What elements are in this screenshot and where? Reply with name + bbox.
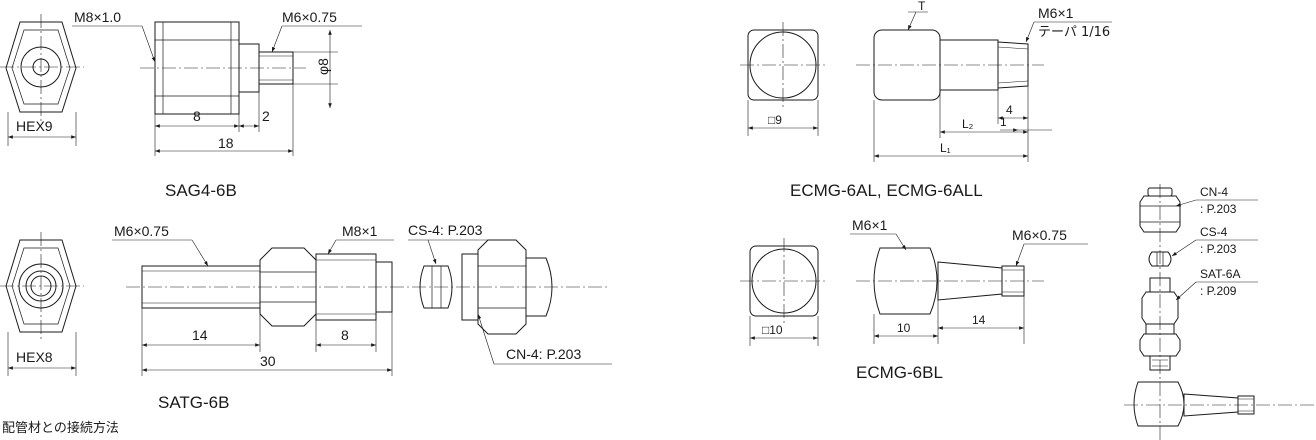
ecmg-a-t-label: T <box>918 0 926 13</box>
sag-total-length: 18 <box>218 135 234 151</box>
ecmg-b-outlet-thread: M6×0.75 <box>1012 227 1067 243</box>
sag-side-view: φ8 8 2 18 M8×1.0 M6×0.75 <box>72 9 362 156</box>
sag-diameter-label: φ8 <box>315 58 331 75</box>
satg-right-thread: M8×1 <box>342 223 378 239</box>
satg-end-view: HEX8 <box>0 232 84 376</box>
sag-hex-label: HEX9 <box>16 118 53 134</box>
assembly-cs-name: CS-4 <box>1200 225 1228 239</box>
ecmg-b-side-view: M6×1 M6×0.75 10 14 <box>850 217 1088 344</box>
sag-caption: SAG4-6B <box>165 181 237 200</box>
satg-thread-length: 14 <box>192 327 208 343</box>
assembly-sat-name: SAT-6A <box>1200 267 1240 281</box>
ecmg-a-square: □9 <box>768 113 782 127</box>
ecmg-b-end-view: □10 <box>740 238 828 346</box>
ecmg-a-l2: L₂ <box>962 117 974 131</box>
satg-m8-length: 8 <box>341 327 349 343</box>
sag-hex-length: 8 <box>193 108 201 124</box>
ecmg-b-square: □10 <box>762 323 783 337</box>
satg-left-thread: M6×0.75 <box>114 223 169 239</box>
ecmg-b-length-10: 10 <box>897 321 911 335</box>
assembly-cn-name: CN-4 <box>1200 185 1228 199</box>
assembly-cs-page: : P.203 <box>1200 242 1237 256</box>
ecmg-b-caption: ECMG-6BL <box>856 363 943 382</box>
assembly-sat-page: : P.209 <box>1200 284 1237 298</box>
sag-outlet-thread: M6×0.75 <box>282 9 337 25</box>
ecmg-b-length-14: 14 <box>972 313 986 327</box>
satg-side-view: 14 8 30 M6×0.75 M8×1 <box>112 223 610 376</box>
ecmg-b-inlet-thread: M6×1 <box>852 217 888 233</box>
satg-cn-ref: CN-4: P.203 <box>506 346 581 362</box>
ecmg-a-caption: ECMG-6AL, ECMG-6ALL <box>790 181 983 200</box>
ecmg-a-l1: L₁ <box>940 141 951 155</box>
ecmg-a-dim-4: 4 <box>1006 103 1013 117</box>
cn4-nut: CN-4: P.203 <box>461 239 612 365</box>
connection-method-note: 配管材との接続方法 <box>2 420 119 436</box>
ecmg-a-thread: M6×1 <box>1038 5 1074 21</box>
ecmg-a-dim-1: 1 <box>1000 115 1007 129</box>
assembly-cn-page: : P.203 <box>1200 202 1237 216</box>
satg-total-length: 30 <box>260 353 276 369</box>
satg-cs-ref: CS-4: P.203 <box>408 222 483 238</box>
ecmg-a-end-view: □9 <box>740 22 828 136</box>
cs4-seal: CS-4: P.203 <box>408 222 514 309</box>
satg-caption: SATG-6B <box>158 393 229 412</box>
ecmg-a-taper: テーパ 1/16 <box>1038 25 1110 40</box>
sag-neck-length: 2 <box>262 108 270 124</box>
satg-hex-label: HEX8 <box>16 349 53 365</box>
sag-end-view: HEX9 <box>0 14 84 146</box>
ecmg-a-side-view: T M6×1 テーパ 1/16 1 4 L₂ L₁ <box>856 0 1112 162</box>
exploded-assembly: CN-4 : P.203 CS-4 : P.203 SAT-6A : P.209 <box>1124 184 1316 440</box>
sag-inlet-thread: M8×1.0 <box>74 9 121 25</box>
